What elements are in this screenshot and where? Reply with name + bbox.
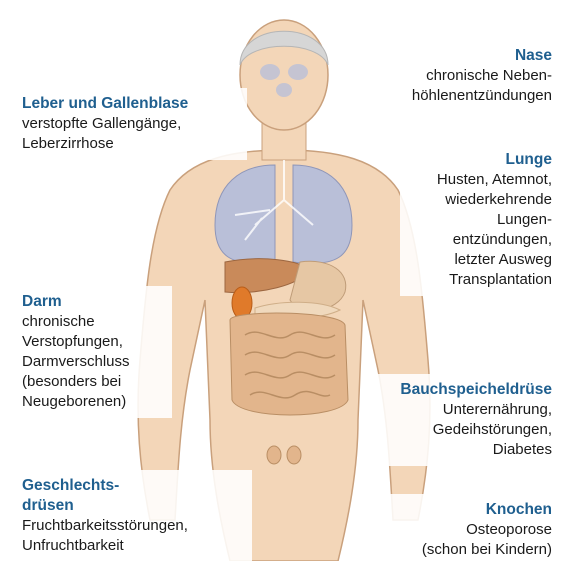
label-geschlecht: Geschlechts- drüsen Fruchtbarkeitsstörun…	[12, 470, 252, 562]
label-knochen: Knochen Osteoporose (schon bei Kindern)	[378, 494, 562, 566]
label-desc: chronische Neben- höhlenentzündungen	[382, 66, 552, 106]
label-nase: Nase chronische Neben- höhlenentzündunge…	[372, 40, 562, 112]
label-title: Nase	[382, 46, 552, 66]
label-title: Geschlechts- drüsen	[22, 476, 242, 516]
label-title: Knochen	[388, 500, 552, 520]
gonad-left	[267, 446, 281, 464]
label-desc: Husten, Atemnot, wiederkehrende Lungen- …	[410, 170, 552, 290]
sinus-shape	[260, 64, 280, 80]
intestines	[230, 313, 348, 415]
label-title: Leber und Gallenblase	[22, 94, 237, 114]
sinus-shape	[288, 64, 308, 80]
gonad-right	[287, 446, 301, 464]
label-desc: Fruchtbarkeitsstörungen, Unfruchtbarkeit	[22, 516, 242, 556]
label-title: Darm	[22, 292, 162, 312]
label-leber: Leber und Gallenblase verstopfte Galleng…	[12, 88, 247, 160]
label-title: Bauchspeicheldrüse	[378, 380, 552, 400]
label-lunge: Lunge Husten, Atemnot, wiederkehrende Lu…	[400, 144, 562, 296]
label-desc: chronische Verstopfungen, Darmverschluss…	[22, 312, 162, 412]
label-darm: Darm chronische Verstopfungen, Darmversc…	[12, 286, 172, 418]
label-title: Lunge	[410, 150, 552, 170]
label-desc: Osteoporose (schon bei Kindern)	[388, 520, 552, 560]
label-desc: Unterernährung, Gedeihstörungen, Diabete…	[378, 400, 552, 460]
label-desc: verstopfte Gallengänge, Leberzirrhose	[22, 114, 237, 154]
label-bauch: Bauchspeicheldrüse Unterernährung, Gedei…	[368, 374, 562, 466]
sinus-shape	[276, 83, 292, 97]
